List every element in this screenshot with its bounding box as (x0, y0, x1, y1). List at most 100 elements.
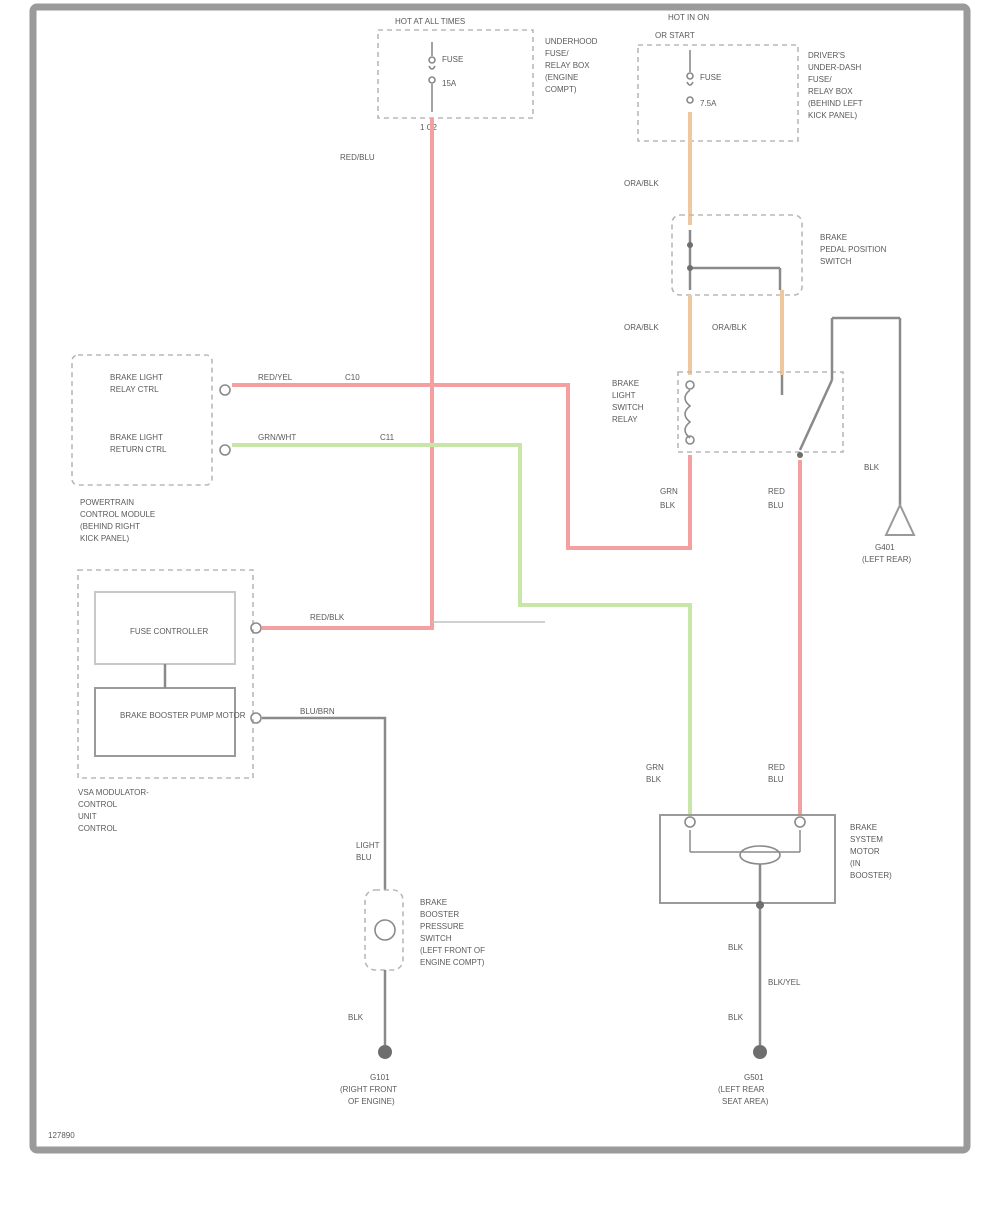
svg-text:G101: G101 (370, 1073, 390, 1082)
svg-text:BRAKE: BRAKE (820, 233, 847, 242)
underhood-fuse-box: HOT AT ALL TIMES FUSE 15A 1 C2 UNDERHOOD… (377, 17, 598, 132)
svg-text:GRN: GRN (646, 763, 664, 772)
svg-text:PRESSURE: PRESSURE (420, 922, 464, 931)
svg-text:HOT AT ALL TIMES: HOT AT ALL TIMES (395, 17, 465, 26)
svg-text:BRAKE LIGHT: BRAKE LIGHT (110, 433, 163, 442)
svg-text:FUSE: FUSE (700, 73, 721, 82)
svg-text:RETURN CTRL: RETURN CTRL (110, 445, 167, 454)
svg-text:RELAY: RELAY (612, 415, 638, 424)
svg-text:RED/YEL: RED/YEL (258, 373, 293, 382)
svg-text:UNDERHOOD: UNDERHOOD (545, 37, 598, 46)
svg-text:OF ENGINE): OF ENGINE) (348, 1097, 395, 1106)
svg-text:BRAKE: BRAKE (850, 823, 877, 832)
svg-text:SEAT AREA): SEAT AREA) (722, 1097, 769, 1106)
diagram-id: 127890 (48, 1131, 75, 1140)
svg-text:OR START: OR START (655, 31, 695, 40)
brake-system-motor: GRN BLK RED BLU BRAKE SYSTEM MOTOR (IN B… (646, 763, 892, 1106)
svg-text:(LEFT REAR: (LEFT REAR (718, 1085, 765, 1094)
svg-text:BRAKE BOOSTER PUMP MOTOR: BRAKE BOOSTER PUMP MOTOR (120, 711, 246, 720)
svg-text:KICK PANEL): KICK PANEL) (808, 111, 858, 120)
svg-text:KICK PANEL): KICK PANEL) (80, 534, 130, 543)
svg-text:(ENGINE: (ENGINE (545, 73, 578, 82)
svg-text:RELAY CTRL: RELAY CTRL (110, 385, 159, 394)
svg-text:1 C2: 1 C2 (420, 123, 437, 132)
svg-text:FUSE: FUSE (442, 55, 463, 64)
svg-text:BLK: BLK (728, 943, 744, 952)
svg-text:(IN: (IN (850, 859, 861, 868)
svg-text:G501: G501 (744, 1073, 764, 1082)
svg-text:C11: C11 (380, 433, 395, 442)
wire-red-blu (262, 118, 434, 630)
svg-text:SWITCH: SWITCH (820, 257, 852, 266)
svg-text:(BEHIND LEFT: (BEHIND LEFT (808, 99, 863, 108)
svg-text:ORA/BLK: ORA/BLK (624, 179, 659, 188)
svg-text:COMPT): COMPT) (545, 85, 577, 94)
svg-text:ORA/BLK: ORA/BLK (624, 323, 659, 332)
svg-text:(BEHIND RIGHT: (BEHIND RIGHT (80, 522, 140, 531)
svg-text:RELAY BOX: RELAY BOX (545, 61, 590, 70)
svg-text:RELAY BOX: RELAY BOX (808, 87, 853, 96)
svg-text:MOTOR: MOTOR (850, 847, 880, 856)
svg-text:BLK: BLK (646, 775, 662, 784)
svg-text:BRAKE: BRAKE (420, 898, 447, 907)
svg-text:SYSTEM: SYSTEM (850, 835, 883, 844)
svg-text:BLK: BLK (864, 463, 880, 472)
svg-text:DRIVER'S: DRIVER'S (808, 51, 845, 60)
svg-text:C10: C10 (345, 373, 360, 382)
svg-text:ORA/BLK: ORA/BLK (712, 323, 747, 332)
svg-text:SWITCH: SWITCH (420, 934, 452, 943)
svg-text:RED/BLK: RED/BLK (310, 613, 345, 622)
svg-text:LIGHT: LIGHT (612, 391, 636, 400)
svg-text:BLU: BLU (768, 501, 784, 510)
svg-text:BOOSTER: BOOSTER (420, 910, 459, 919)
svg-text:FUSE/: FUSE/ (808, 75, 832, 84)
svg-text:15A: 15A (442, 79, 457, 88)
svg-text:BRAKE LIGHT: BRAKE LIGHT (110, 373, 163, 382)
svg-text:CONTROL: CONTROL (78, 800, 118, 809)
svg-text:LIGHT: LIGHT (356, 841, 380, 850)
pcm-module: BRAKE LIGHT RELAY CTRL BRAKE LIGHT RETUR… (71, 354, 395, 543)
brake-pedal-switch: BRAKE PEDAL POSITION SWITCH (671, 214, 887, 296)
svg-text:BLK/YEL: BLK/YEL (768, 978, 801, 987)
svg-text:ENGINE COMPT): ENGINE COMPT) (420, 958, 485, 967)
svg-text:CONTROL MODULE: CONTROL MODULE (80, 510, 155, 519)
svg-text:BRAKE: BRAKE (612, 379, 639, 388)
svg-text:RED/BLU: RED/BLU (340, 153, 375, 162)
svg-text:BLK: BLK (660, 501, 676, 510)
svg-text:BOOSTER): BOOSTER) (850, 871, 892, 880)
svg-text:UNDER-DASH: UNDER-DASH (808, 63, 862, 72)
svg-text:7.5A: 7.5A (700, 99, 717, 108)
svg-text:HOT IN ON: HOT IN ON (668, 13, 709, 22)
svg-text:BLU: BLU (768, 775, 784, 784)
svg-text:(LEFT REAR): (LEFT REAR) (862, 555, 912, 564)
svg-text:(RIGHT FRONT: (RIGHT FRONT (340, 1085, 397, 1094)
svg-text:SWITCH: SWITCH (612, 403, 644, 412)
svg-text:BLU: BLU (356, 853, 372, 862)
svg-text:RED: RED (768, 763, 785, 772)
svg-text:GRN/WHT: GRN/WHT (258, 433, 296, 442)
svg-text:CONTROL: CONTROL (78, 824, 118, 833)
wire-grn-wht (232, 443, 692, 815)
diagram-frame (29, 3, 971, 1154)
vsa-modulator: FUSE CONTROLLER BRAKE BOOSTER PUMP MOTOR… (77, 569, 345, 833)
svg-text:(LEFT FRONT OF: (LEFT FRONT OF (420, 946, 485, 955)
brake-light-relay: BRAKE LIGHT SWITCH RELAY GRN BLK RED BLU (612, 316, 900, 510)
svg-text:PEDAL POSITION: PEDAL POSITION (820, 245, 887, 254)
svg-text:BLK: BLK (728, 1013, 744, 1022)
svg-text:BLU/BRN: BLU/BRN (300, 707, 335, 716)
booster-pressure-switch: LIGHT BLU BRAKE BOOSTER PRESSURE SWITCH … (340, 841, 485, 1106)
wire-blu-brn (262, 716, 387, 890)
svg-text:FUSE CONTROLLER: FUSE CONTROLLER (130, 627, 208, 636)
svg-text:G401: G401 (875, 543, 895, 552)
svg-text:POWERTRAIN: POWERTRAIN (80, 498, 134, 507)
svg-text:RED: RED (768, 487, 785, 496)
driver-fuse-box: HOT IN ON OR START FUSE 7.5A DRIVER'S UN… (637, 13, 863, 142)
svg-text:FUSE/: FUSE/ (545, 49, 569, 58)
svg-text:VSA MODULATOR-: VSA MODULATOR- (78, 788, 149, 797)
wire-red-yel (232, 383, 692, 550)
svg-text:BLK: BLK (348, 1013, 364, 1022)
svg-text:UNIT: UNIT (78, 812, 97, 821)
ground-g401: BLK G401 (LEFT REAR) (862, 318, 916, 564)
svg-text:GRN: GRN (660, 487, 678, 496)
